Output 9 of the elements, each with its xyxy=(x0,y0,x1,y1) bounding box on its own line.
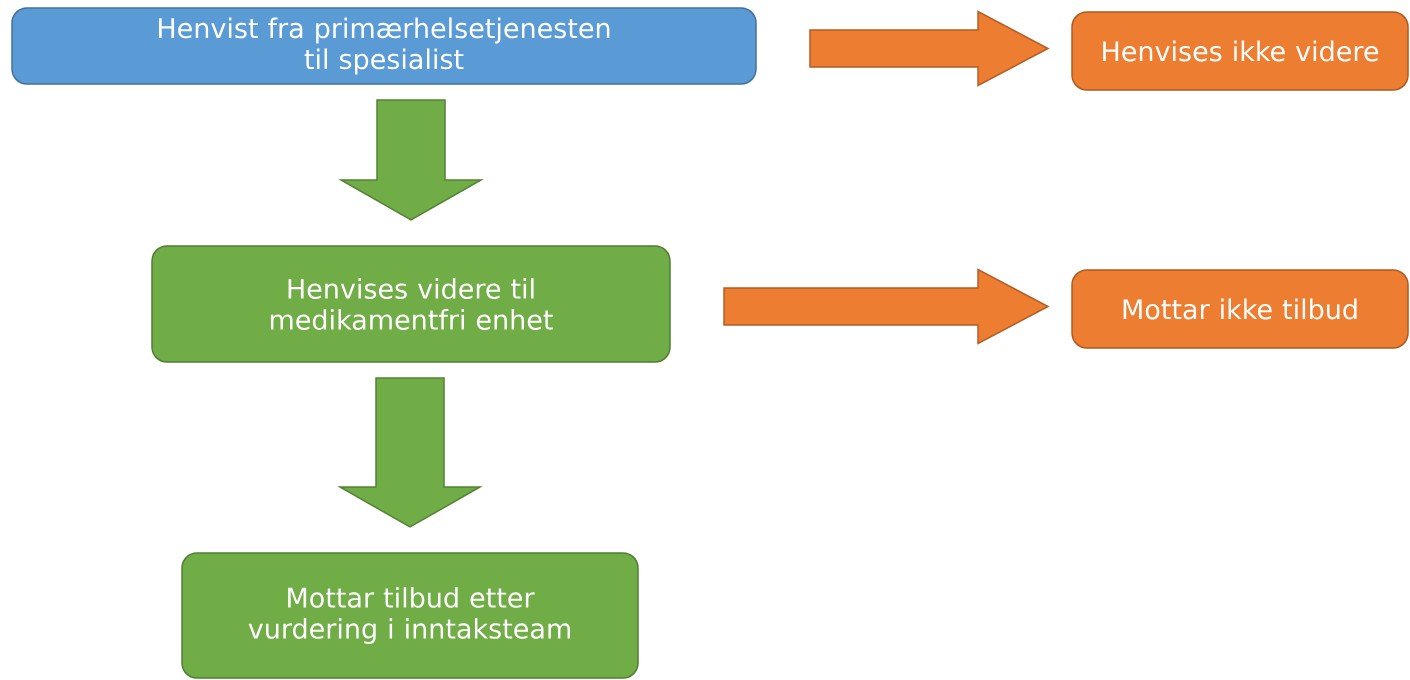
process-box: Henvises ikke videre xyxy=(1071,11,1409,91)
block-arrow xyxy=(338,99,484,221)
block-arrow xyxy=(723,268,1050,345)
process-box: Henvist fra primærhelsetjenesten til spesialist xyxy=(11,7,757,85)
block-arrow xyxy=(809,10,1050,87)
process-box: Mottar tilbud etter vurdering i inntaksteam xyxy=(181,552,639,679)
block-arrow xyxy=(337,377,483,528)
process-box: Henvises videre til medikamentfri enhet xyxy=(151,245,671,363)
process-box: Mottar ikke tilbud xyxy=(1071,269,1409,349)
